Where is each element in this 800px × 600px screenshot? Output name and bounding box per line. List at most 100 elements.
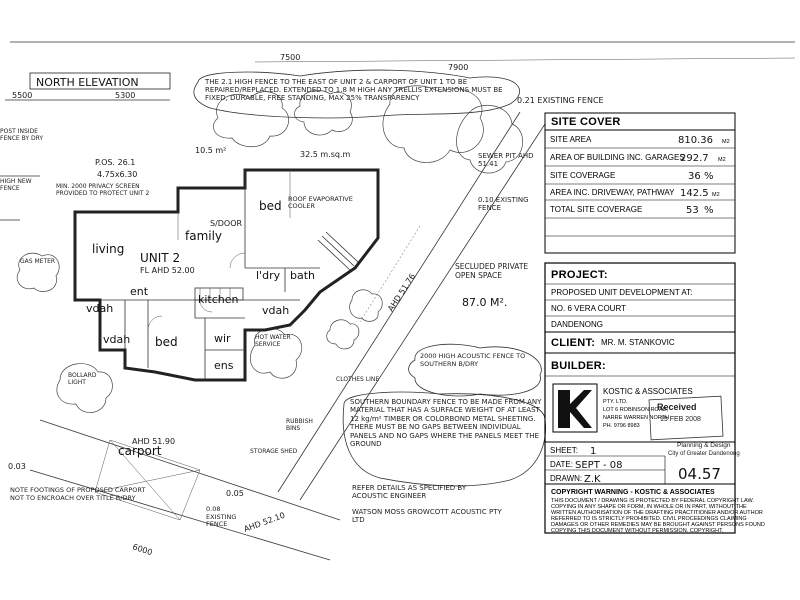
room-unit2: UNIT 2 xyxy=(140,251,180,265)
site-coverage-label: SITE COVERAGE xyxy=(550,171,615,180)
room-bath: bath xyxy=(290,269,315,282)
room-carport: carport xyxy=(118,444,162,458)
room-vdah-lower: vdah xyxy=(103,333,130,346)
stamp-planning: Planning & Design xyxy=(677,442,731,449)
room-ent: ent xyxy=(130,285,149,298)
site-area-unit: M2 xyxy=(722,139,730,145)
ahd-5190-label: AHD 51.90 xyxy=(132,437,175,446)
north-elevation-title: NORTH ELEVATION xyxy=(36,76,139,89)
clothes-line-note: CLOTHES LINE xyxy=(336,376,380,383)
sewer-pit-note: SEWER PIT AHD 51.41 xyxy=(478,152,534,168)
hot-water-note: HOT WATER SERVICE xyxy=(255,334,291,348)
site-area-value: 810.36 xyxy=(678,135,713,146)
copyright-line4: REFERRED TO IS STRICTLY PROHIBITED. CIVI… xyxy=(551,516,747,522)
area-10-note: 10.5 m² xyxy=(195,146,226,155)
unit2-floor-plan: bed family living UNIT 2 FL AHD 52.00 l'… xyxy=(73,168,380,382)
post-fence-note: POST INSIDE FENCE BY DRY xyxy=(0,128,44,142)
driveway-area-unit: M2 xyxy=(712,192,720,198)
site-cover-title: SITE COVER xyxy=(551,116,621,128)
refer-details-note: REFER DETAILS AS SPECIFIED BY ACOUSTIC E… xyxy=(352,484,467,501)
room-wir: wir xyxy=(214,332,231,345)
driveway-area-label: AREA INC. DRIVEWAY, PATHWAY xyxy=(550,188,675,197)
dim-7500: 7500 xyxy=(280,53,300,62)
project-line2: NO. 6 VERA COURT xyxy=(551,304,626,313)
existing-fence-bottom-note: 0.08 EXISTING FENCE xyxy=(206,506,237,528)
existing-fence-right-note: 0.10 EXISTING FENCE xyxy=(478,196,529,212)
dim-7900: 7900 xyxy=(448,63,468,72)
stamp-council: City of Greater Dandenong xyxy=(668,451,740,457)
site-coverage-unit: % xyxy=(704,171,714,182)
existing-fence-top-note: 0.21 EXISTING FENCE xyxy=(517,96,604,105)
builder-company: KOSTIC & ASSOCIATES xyxy=(603,387,693,396)
southern-boundary-bubble: SOUTHERN BOUNDARY FENCE TO BE MADE FROM … xyxy=(342,391,546,525)
footings-note: NOTE FOOTINGS OF PROPOSED CARPORT NOT TO… xyxy=(10,486,146,502)
building-area-label: AREA OF BUILDING INC. GARAGES xyxy=(550,153,685,162)
top-dimensions: 7500 7900 5500 5300 NORTH ELEVATION xyxy=(5,41,796,101)
copyright-line2: COPYING IN ANY SHAPE OR FORM, IN WHOLE O… xyxy=(551,504,747,510)
room-vdah-mid: vdah xyxy=(262,304,289,317)
builder-address1: LOT 6 ROBINSON ROAD, xyxy=(603,407,668,413)
room-bed-upper: bed xyxy=(259,199,282,213)
bollard-light-note: BOLLARD LIGHT xyxy=(68,372,97,386)
room-ens: ens xyxy=(214,359,234,372)
fence-note-bubble: THE 2.1 HIGH FENCE TO THE EAST OF UNIT 2… xyxy=(193,69,521,119)
copyright-title: COPYRIGHT WARNING - KOSTIC & ASSOCIATES xyxy=(551,489,715,496)
fence-east-note: THE 2.1 HIGH FENCE TO THE EAST OF UNIT 2… xyxy=(205,78,503,102)
copyright-line5: DAMAGES OR OTHER REMEDIES MAY BE BROUGHT… xyxy=(551,522,765,528)
builder-address2: NARRE WARREN NORTH xyxy=(603,415,669,421)
open-space-note: SECLUDED PRIVATE OPEN SPACE 87.0 M². xyxy=(455,262,529,309)
room-living: living xyxy=(92,242,124,256)
building-area-value: 292.7 xyxy=(680,153,709,164)
secluded-open-space-label: SECLUDED PRIVATE OPEN SPACE xyxy=(455,262,529,280)
builder-phone: PH. 9796 8983 xyxy=(603,423,640,429)
p-os-dims: 4.75x6.30 xyxy=(97,170,137,179)
acoustic-fence-note: 2000 HIGH ACOUSTIC FENCE TO SOUTHERN B/D… xyxy=(420,352,526,368)
screen-door-label: S/DOOR xyxy=(210,219,243,228)
total-coverage-value: 53 xyxy=(686,205,699,216)
roof-evap-note: ROOF EVAPORATIVE COOLER xyxy=(288,196,353,210)
builder-pty: PTY. LTD. xyxy=(603,399,628,405)
project-label: PROJECT: xyxy=(551,269,608,281)
gas-meter-note: GAS METER xyxy=(20,258,56,265)
landscape-trees xyxy=(16,85,524,413)
project-line1: PROPOSED UNIT DEVELOPMENT AT: xyxy=(551,288,692,297)
level-005: 0.05 xyxy=(226,489,244,498)
privacy-screen-note: MIN. 2000 PRIVACY SCREEN PROVIDED TO PRO… xyxy=(56,183,150,197)
open-space-area: 87.0 M². xyxy=(462,296,507,309)
pos-note: P.OS. 26.1 4.75x6.30 MIN. 2000 PRIVACY S… xyxy=(56,158,150,197)
stamp-date: 15 FEB 2008 xyxy=(660,416,701,423)
project-line3: DANDENONG xyxy=(551,320,603,329)
room-vdah-left: vdah xyxy=(86,302,113,315)
room-ldry: l'dry xyxy=(256,269,281,282)
drawn-label: DRAWN: xyxy=(550,474,582,483)
fl-ahd-label: FL AHD 52.00 xyxy=(140,266,195,275)
room-kitchen: kitchen xyxy=(198,293,239,306)
room-family: family xyxy=(185,229,222,243)
rubbish-bins-note: RUBBISH BINS xyxy=(286,418,313,432)
watson-moss-note: WATSON MOSS GROWCOTT ACOUSTIC PTY LTD xyxy=(352,508,502,525)
client-name: MR. M. STANKOVIC xyxy=(601,338,675,347)
client-label: CLIENT: xyxy=(551,337,595,349)
new-fence-note: HIGH NEW FENCE xyxy=(0,178,32,192)
received-stamp: Received 15 FEB 2008 xyxy=(648,395,724,441)
dim-5300: 5300 xyxy=(115,91,135,100)
area-32-note: 32.5 m.sq.m xyxy=(300,150,350,159)
title-block: SITE COVER SITE AREA 810.36 M2 AREA OF B… xyxy=(544,112,765,534)
copyright-line1: THIS DOCUMENT / DRAWING IS PROTECTED BY … xyxy=(551,498,754,504)
drawn-value: Z.K xyxy=(584,474,601,485)
job-number: 04.57 xyxy=(678,465,721,483)
builder-label: BUILDER: xyxy=(551,360,606,372)
total-coverage-unit: % xyxy=(704,205,714,216)
site-area-label: SITE AREA xyxy=(550,135,592,144)
acoustic-fence-bubble: 2000 HIGH ACOUSTIC FENCE TO SOUTHERN B/D… xyxy=(408,343,542,397)
copyright-line3: WRITTEN AUTHORISATION OF THE DRAFTING PR… xyxy=(551,510,763,516)
date-value: SEPT - 08 xyxy=(575,460,623,471)
room-bed-lower: bed xyxy=(155,335,178,349)
storage-shed-note: STORAGE SHED xyxy=(250,448,298,455)
left-notes: POST INSIDE FENCE BY DRY HIGH NEW FENCE xyxy=(0,128,44,221)
p-os-label: P.OS. 26.1 xyxy=(95,158,135,167)
sheet-value: 1 xyxy=(590,446,596,457)
site-coverage-value: 36 xyxy=(688,171,701,182)
date-label: DATE: xyxy=(550,460,573,469)
